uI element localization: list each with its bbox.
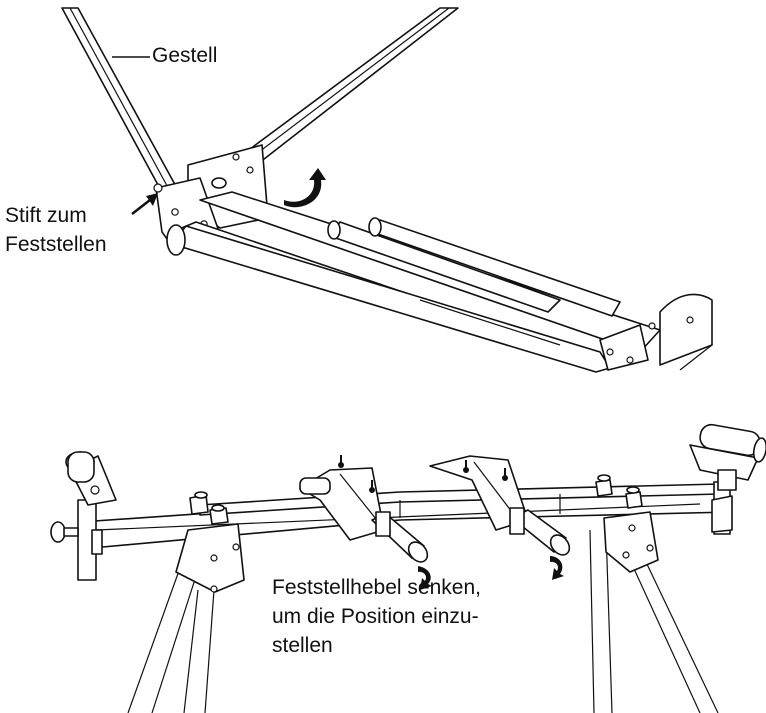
- pin-label-line2: Feststellen: [5, 233, 107, 256]
- lever-label-line2: um die Position einzu-: [272, 605, 479, 628]
- right-mount-plate: [603, 511, 659, 573]
- lever-arrow-icon-1: [418, 566, 432, 590]
- frame-leg-left: [61, 7, 179, 197]
- pin-label-line1: Stift zum: [5, 204, 87, 227]
- pin-pointer-line: [131, 199, 151, 215]
- lever-label-line1: Feststellhebel senken,: [272, 576, 481, 599]
- end-bracket: [659, 293, 713, 366]
- end-plate: [599, 324, 649, 371]
- bottom-figure: [50, 423, 766, 713]
- left-mount-plate: [175, 523, 245, 593]
- lever-label-line3: stellen: [272, 634, 333, 657]
- frame-label: Gestell: [152, 44, 218, 67]
- top-figure: [61, 7, 713, 373]
- locking-pin: [153, 183, 163, 193]
- lever-arrow-icon-2: [550, 556, 564, 580]
- rotate-arrow-icon: [284, 168, 326, 208]
